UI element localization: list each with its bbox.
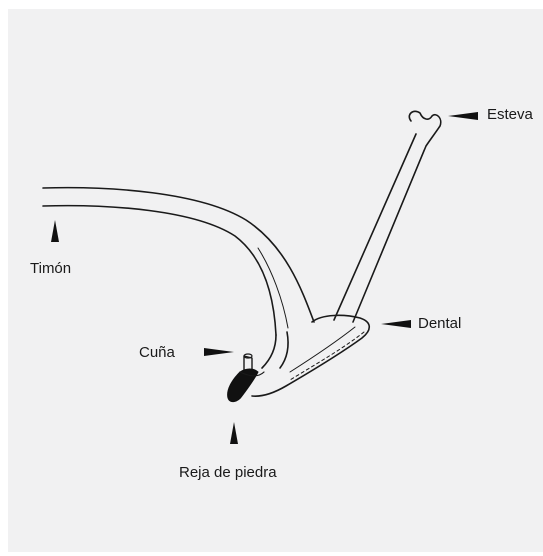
dental-inner-line [289, 326, 356, 373]
dental-post-right [279, 331, 289, 369]
esteva-handle [333, 110, 442, 323]
label-timon: Timón [30, 260, 72, 277]
plough-drawing [42, 110, 442, 403]
dental-body [251, 314, 371, 397]
pointer-esteva [448, 112, 478, 120]
pointer-dental [381, 320, 411, 328]
reja-stone-edge [239, 371, 265, 377]
reja-stone [227, 368, 259, 403]
pointer-timon [51, 220, 59, 242]
label-cuna: Cuña [139, 344, 175, 361]
dental-post [261, 334, 277, 369]
dental-dashed-line [289, 331, 365, 381]
label-reja: Reja de piedra [179, 464, 277, 481]
pointer-reja [230, 422, 238, 444]
timon-beam-detail [257, 247, 289, 329]
label-esteva: Esteva [487, 106, 533, 123]
plough-diagram: Esteva Timón Dental Cuña Reja de piedra [8, 9, 543, 552]
pointer-cuna [204, 348, 234, 356]
cuna-wedge-top [243, 353, 253, 359]
label-dental: Dental [418, 315, 462, 332]
esteva-handle-detail [377, 149, 425, 263]
timon-beam-upper [42, 186, 315, 323]
timon-beam-lower [42, 204, 277, 336]
